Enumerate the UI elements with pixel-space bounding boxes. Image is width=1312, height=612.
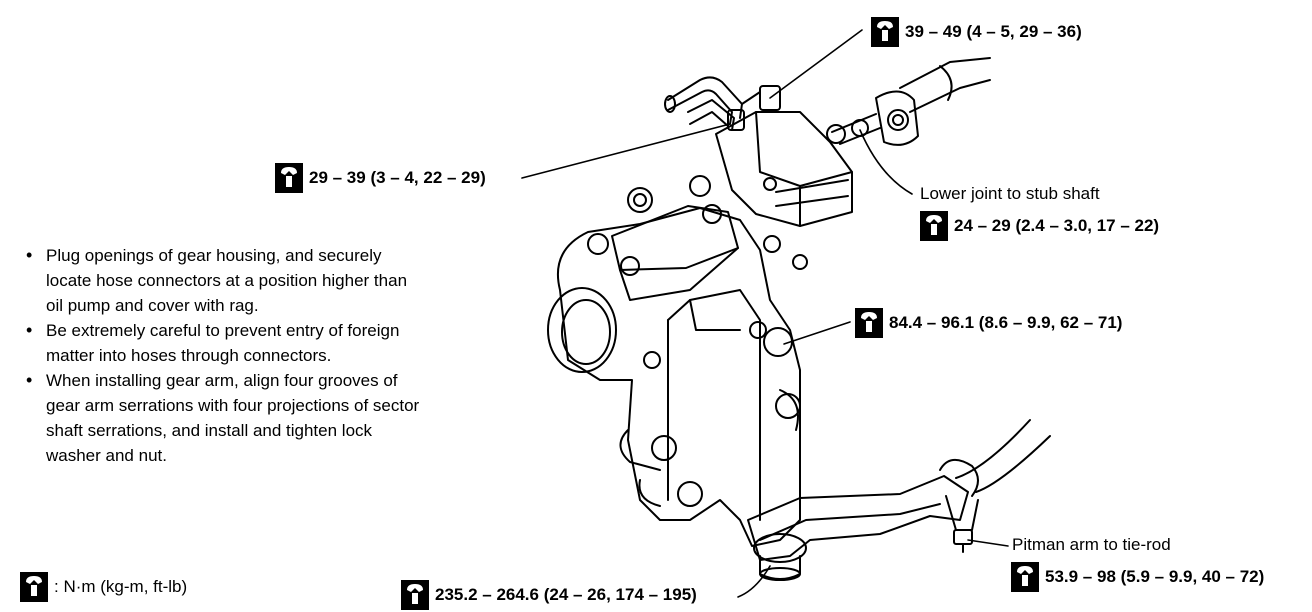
torque-wrench-icon (871, 17, 899, 47)
note-item: Plug openings of gear housing, and secur… (22, 243, 422, 318)
torque-wrench-icon (20, 572, 48, 602)
torque-wrench-icon (401, 580, 429, 610)
gear-housing (547, 205, 801, 547)
torque-value: 24 – 29 (2.4 – 3.0, 17 – 22) (954, 216, 1160, 235)
leader-lines (521, 29, 1009, 598)
leader-housing-bolts (783, 321, 851, 345)
pitman-arm (747, 475, 969, 581)
torque-value: 53.9 – 98 (5.9 – 9.9, 40 – 72) (1045, 567, 1265, 586)
stub-shaft-joint (826, 57, 991, 146)
unit-legend: : N·m (kg-m, ft-lb) (20, 572, 187, 602)
callout-pitman-arm: Pitman arm to tie-rod (1012, 535, 1171, 554)
torque-spec-hose-lower: 29 – 39 (3 – 4, 22 – 29) (275, 163, 486, 193)
installation-notes: Plug openings of gear housing, and secur… (22, 243, 422, 468)
leader-hose-upper (769, 29, 863, 99)
torque-value: 235.2 – 264.6 (24 – 26, 174 – 195) (435, 585, 697, 604)
torque-spec-tie-rod: 53.9 – 98 (5.9 – 9.9, 40 – 72) (1011, 562, 1264, 592)
leader-lower-joint (859, 129, 913, 195)
tie-rod-end (939, 419, 1051, 553)
torque-wrench-icon (855, 308, 883, 338)
torque-spec-housing-bolts: 84.4 – 96.1 (8.6 – 9.9, 62 – 71) (855, 308, 1122, 338)
leader-tie-rod (967, 539, 1009, 547)
torque-value: 29 – 39 (3 – 4, 22 – 29) (309, 168, 486, 187)
note-item: Be extremely careful to prevent entry of… (22, 318, 422, 368)
hose-pipes (664, 76, 781, 131)
leader-pitman-nut (737, 565, 771, 598)
valve-housing (715, 111, 853, 227)
torque-spec-lower-joint: 24 – 29 (2.4 – 3.0, 17 – 22) (920, 211, 1159, 241)
torque-spec-pitman-nut: 235.2 – 264.6 (24 – 26, 174 – 195) (401, 580, 697, 610)
leader-hose-lower (521, 123, 731, 179)
note-item: When installing gear arm, align four gro… (22, 368, 422, 468)
torque-wrench-icon (920, 211, 948, 241)
torque-value: 39 – 49 (4 – 5, 29 – 36) (905, 22, 1082, 41)
torque-value: 84.4 – 96.1 (8.6 – 9.9, 62 – 71) (889, 313, 1123, 332)
callout-lower-joint: Lower joint to stub shaft (920, 184, 1100, 203)
torque-spec-hose-upper: 39 – 49 (4 – 5, 29 – 36) (871, 17, 1082, 47)
legend-text: : N·m (kg-m, ft-lb) (54, 577, 188, 596)
torque-wrench-icon (1011, 562, 1039, 592)
torque-wrench-icon (275, 163, 303, 193)
housing-bolts (587, 175, 808, 507)
